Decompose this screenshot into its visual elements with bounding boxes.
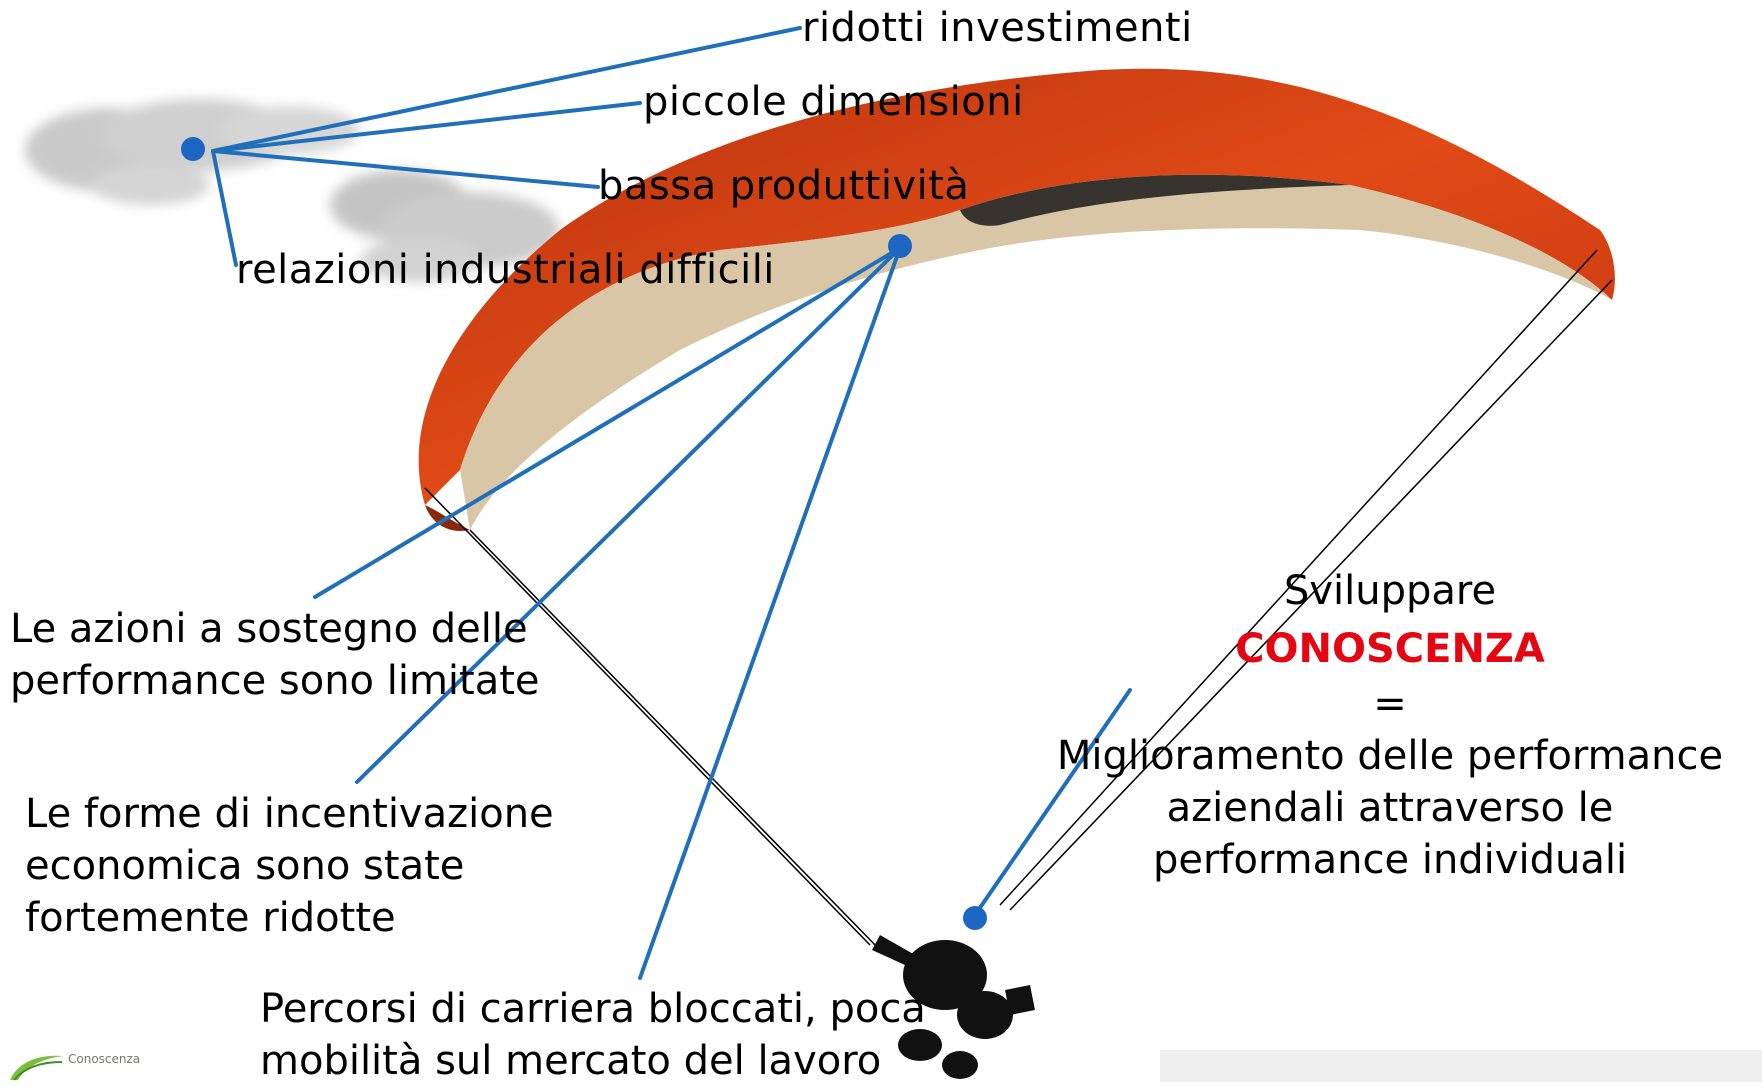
label-ridotti-investimenti: ridotti investimenti [802,2,1193,54]
dot-cloud [181,137,205,161]
label-percorsi-line2: mobilità sul mercato del lavoro [260,1035,1020,1087]
conoscenza-line1: Sviluppare [1030,562,1750,620]
label-piccole-dimensioni: piccole dimensioni [643,76,1024,128]
label-azioni-line2: performance sono limitate [10,655,610,707]
label-forme-line1: Le forme di incentivazione [25,788,625,840]
logo-text: Conoscenza [68,1052,140,1066]
footer-band [1160,1050,1762,1082]
label-forme-line2: economica sono state [25,840,625,892]
dot-pilot [963,906,987,930]
paraglider-wing [419,69,1615,531]
conoscenza-equals: = [1030,678,1750,730]
label-percorsi-line1: Percorsi di carriera bloccati, poca [260,983,1020,1035]
label-azioni-line1: Le azioni a sostegno delle [10,603,610,655]
conoscenza-line4: Miglioramento delle performance [1030,730,1750,782]
label-percorsi: Percorsi di carriera bloccati, poca mobi… [260,983,1020,1087]
dot-wing [888,234,912,258]
conoscenza-line6: performance individuali [1030,834,1750,886]
connector-percorsi [640,248,900,978]
label-forme-line3: fortemente ridotte [25,892,625,944]
conoscenza-line5: aziendali attraverso le [1030,782,1750,834]
label-forme: Le forme di incentivazione economica son… [25,788,625,944]
label-relazioni-industriali: relazioni industriali difficili [236,244,775,296]
label-azioni: Le azioni a sostegno delle performance s… [10,603,610,707]
label-bassa-produttivita: bassa produttività [598,160,969,212]
conoscenza-keyword: CONOSCENZA [1030,620,1750,678]
conoscenza-block: Sviluppare CONOSCENZA = Miglioramento de… [1030,562,1750,886]
